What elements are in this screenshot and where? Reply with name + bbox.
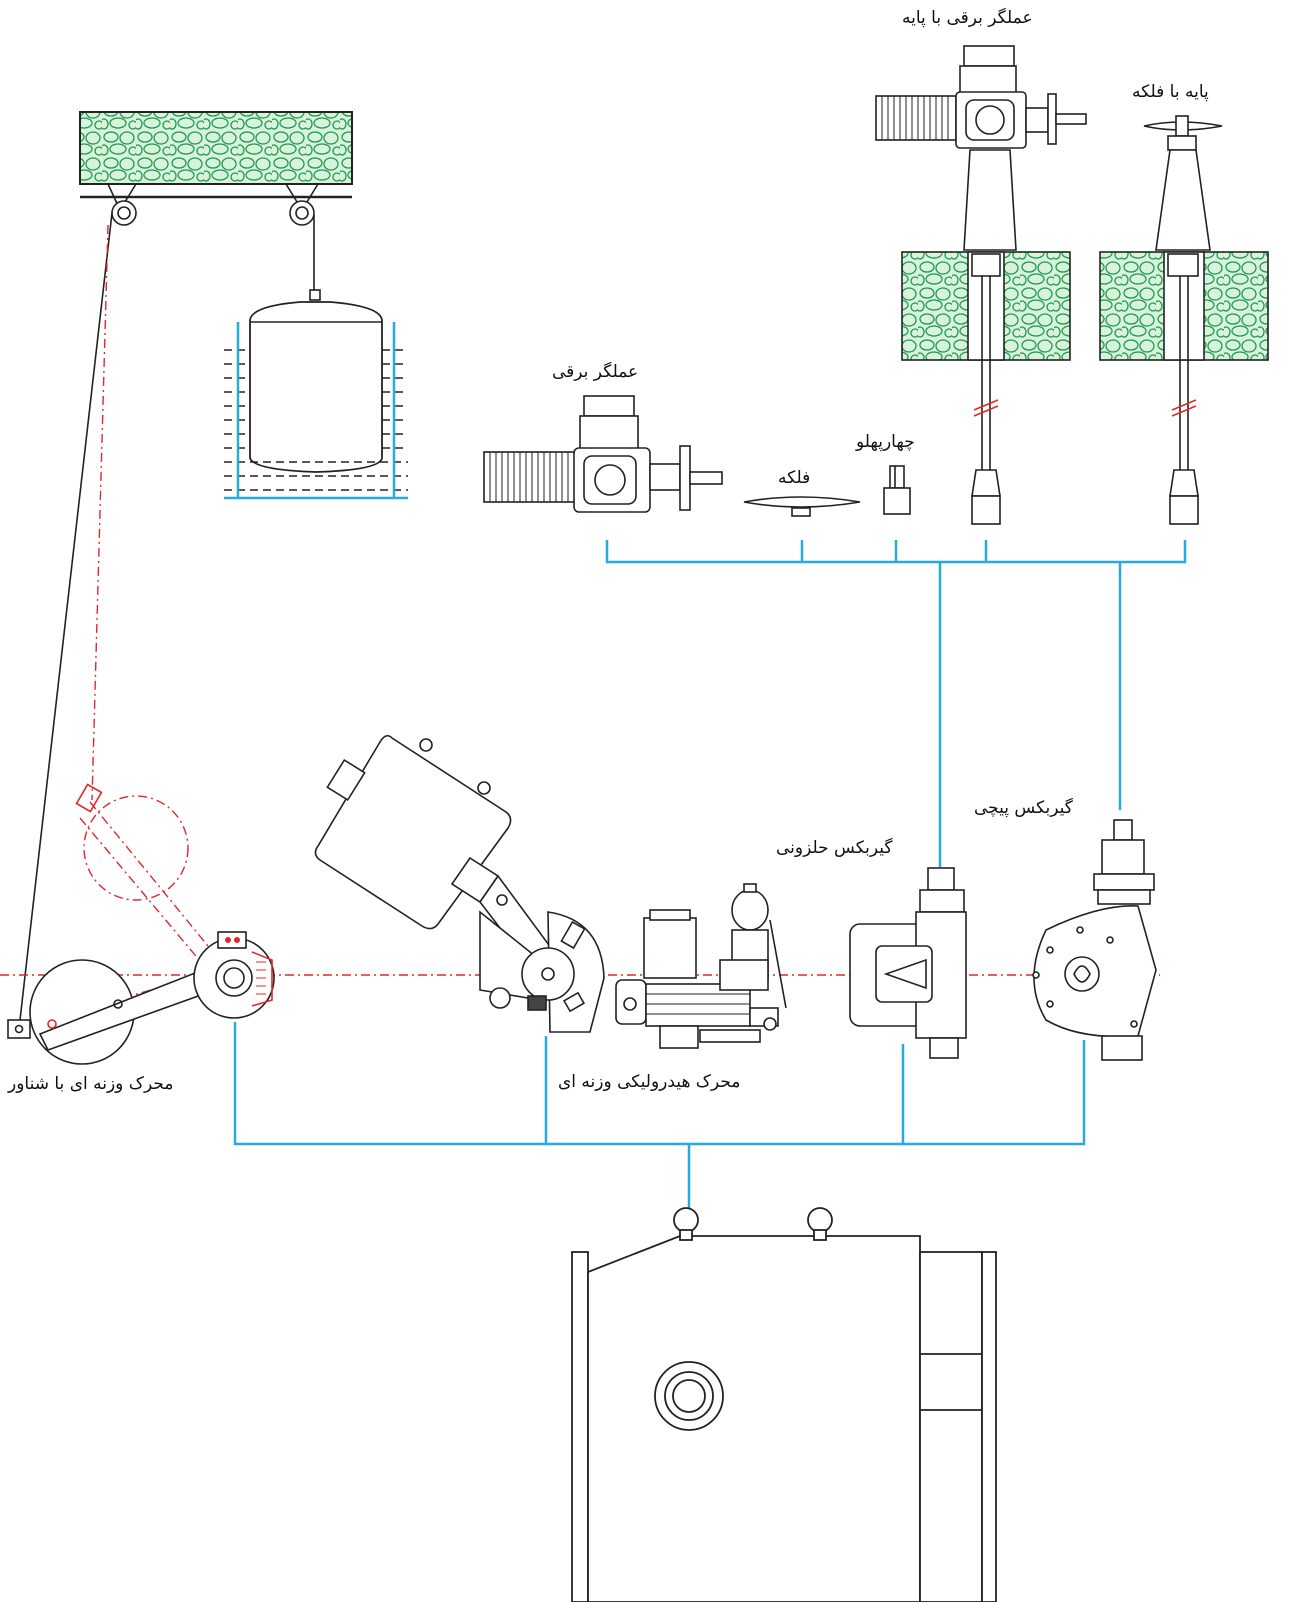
- handwheel: [743, 496, 861, 517]
- label-electric-actuator: عملگر برقی: [552, 362, 639, 382]
- screw-gearbox: [1032, 819, 1157, 1061]
- pedestal-with-handwheel: [1099, 115, 1269, 525]
- valve-body: [571, 1207, 997, 1602]
- counterweight-float-assembly: [0, 111, 1160, 1065]
- label-worm-gearbox: گیربکس حلزونی: [776, 838, 893, 858]
- label-counterweight-float-actuator: محرک وزنه ای با شناور: [8, 1074, 174, 1094]
- label-handwheel: فلکه: [778, 468, 811, 488]
- pulley-right: [289, 200, 315, 226]
- label-screw-gearbox: گیربکس پیچی: [974, 798, 1073, 818]
- pulley-left: [111, 200, 137, 226]
- stone-beam: [79, 111, 353, 185]
- square-key: [883, 465, 911, 515]
- label-square-key: چهارپهلو: [856, 432, 915, 452]
- electric-actuator-with-pedestal: [875, 45, 1087, 525]
- worm-gearbox: [849, 867, 967, 1059]
- label-electric-actuator-with-pedestal: عملگر برقی با پایه: [902, 8, 1033, 28]
- label-hydraulic-counterweight-actuator: محرک هیدرولیکی وزنه ای: [558, 1072, 741, 1092]
- hydraulic-counterweight-actuator: [314, 734, 787, 1049]
- electric-actuator: [483, 395, 723, 513]
- label-pedestal-with-handwheel: پایه با فلکه: [1132, 82, 1209, 102]
